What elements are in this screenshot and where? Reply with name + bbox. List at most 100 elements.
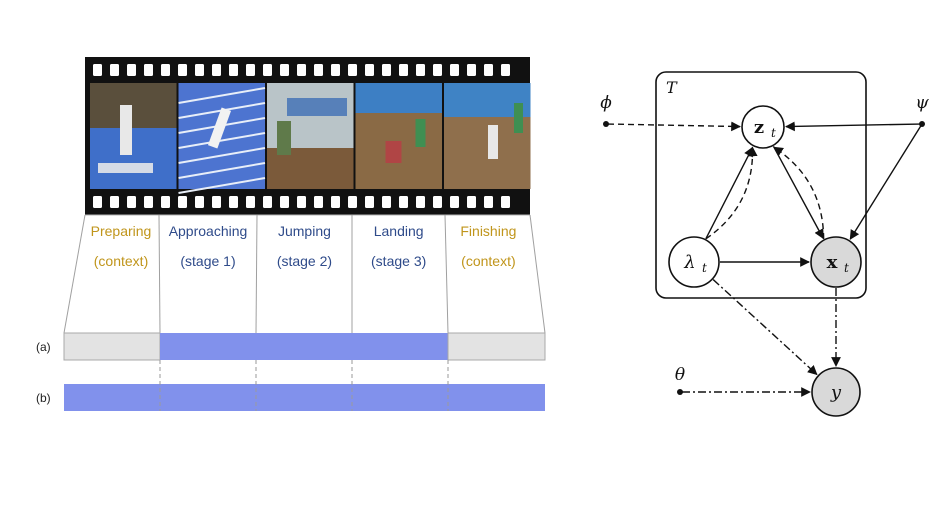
edge-x-to-z: [773, 146, 825, 240]
param-theta: θ: [675, 365, 685, 395]
edge-lambda-to-y: [712, 279, 818, 376]
model-edges: [607, 121, 922, 397]
stage-fan-lines: [63, 214, 546, 334]
sprocket-hole: [178, 196, 187, 208]
official: [415, 119, 426, 147]
param-dot: [919, 121, 925, 127]
edge-psi-to-x: [849, 125, 922, 240]
sprocket-hole: [348, 196, 357, 208]
sprocket-hole: [127, 196, 136, 208]
stage-subtitle: (context): [461, 253, 515, 269]
stage-name: Approaching: [169, 223, 248, 239]
sprocket-hole: [467, 64, 476, 76]
sprocket-hole: [229, 64, 238, 76]
stage-name: Landing: [374, 223, 424, 239]
sprocket-hole: [246, 196, 255, 208]
sprocket-hole: [450, 64, 459, 76]
plate-label: T: [666, 78, 678, 97]
node-subscript: t: [702, 261, 707, 275]
sprocket-hole: [433, 64, 442, 76]
node-symbol: z: [754, 117, 764, 138]
sprocket-hole: [331, 196, 340, 208]
param-dot: [677, 389, 683, 395]
context-segment: [447, 332, 546, 361]
fan-divider: [63, 214, 86, 334]
track-line: [178, 132, 266, 149]
row-label: (b): [36, 391, 51, 405]
stage-segment: [448, 384, 545, 411]
stage-segment: [256, 333, 352, 360]
sprocket-hole: [110, 196, 119, 208]
sprocket-hole: [229, 196, 238, 208]
stage-decomposition-panel: Preparing (context) Approaching (stage 1) Ju…: [36, 57, 546, 411]
sprocket-hole: [263, 196, 272, 208]
plate: [655, 71, 867, 299]
param-psi: ψ: [915, 93, 929, 127]
param-dot: [603, 121, 609, 127]
athlete: [385, 141, 402, 163]
edge-psi-to-z: [785, 121, 921, 132]
sprocket-hole: [144, 196, 153, 208]
sprocket-hole: [178, 64, 187, 76]
film-strip: [85, 57, 531, 215]
sprocket-hole: [331, 64, 340, 76]
sprocket-hole: [314, 64, 323, 76]
sprocket-hole: [501, 64, 510, 76]
param-symbol: ϕ: [600, 93, 612, 113]
fan-divider: [158, 214, 161, 334]
segmentation-rows: (a)(b): [36, 332, 546, 411]
context-segment: [63, 332, 161, 361]
stage-name: Jumping: [278, 223, 331, 239]
banner: [355, 83, 442, 113]
athlete: [120, 105, 132, 155]
stage-segment: [352, 384, 448, 411]
sprocket-hole: [399, 64, 408, 76]
sprocket-hole: [161, 64, 170, 76]
sprocket-hole: [212, 64, 221, 76]
banner: [287, 98, 347, 116]
node-circle: [741, 105, 785, 149]
sprocket-hole: [144, 64, 153, 76]
node-subscript: t: [771, 126, 776, 140]
stage-subtitle: (stage 1): [180, 253, 235, 269]
node-symbol: x: [827, 252, 838, 273]
stage-subtitle: (stage 2): [277, 253, 332, 269]
sprocket-hole: [416, 64, 425, 76]
sprocket-hole: [246, 64, 255, 76]
sprocket-hole: [280, 196, 289, 208]
node-subscript: t: [844, 261, 849, 275]
node-circle: [810, 236, 862, 288]
node-symbol: λ: [683, 252, 695, 273]
param-phi: ϕ: [600, 93, 612, 127]
frame-finishing: [444, 83, 531, 189]
athlete-blur: [277, 121, 291, 155]
track-line: [178, 162, 266, 179]
edge-z-to-x: [772, 146, 824, 240]
track-line: [178, 177, 266, 194]
node-circle: [668, 236, 720, 288]
track-area: [90, 128, 177, 189]
frame-jumping: [267, 83, 354, 189]
sprocket-hole: [484, 64, 493, 76]
frame-landing: [355, 83, 442, 189]
sprocket-hole: [297, 196, 306, 208]
stage-segment: [64, 384, 160, 411]
athlete: [488, 125, 498, 159]
sprocket-hole: [450, 196, 459, 208]
segmentation-row: (b): [36, 384, 545, 411]
param-symbol: ψ: [915, 93, 929, 113]
sprocket-hole: [297, 64, 306, 76]
sprocket-hole: [127, 64, 136, 76]
edge-lambda-to-z: [705, 146, 754, 240]
stage-name: Finishing: [460, 223, 516, 239]
athlete: [207, 107, 232, 149]
sprocket-hole: [365, 196, 374, 208]
stage-segment: [160, 384, 256, 411]
fan-divider: [444, 214, 449, 334]
sprocket-hole: [501, 196, 510, 208]
sprocket-hole: [195, 64, 204, 76]
node-circle: [811, 367, 861, 417]
sprocket-hole: [161, 196, 170, 208]
stage-name: Preparing: [91, 223, 152, 239]
